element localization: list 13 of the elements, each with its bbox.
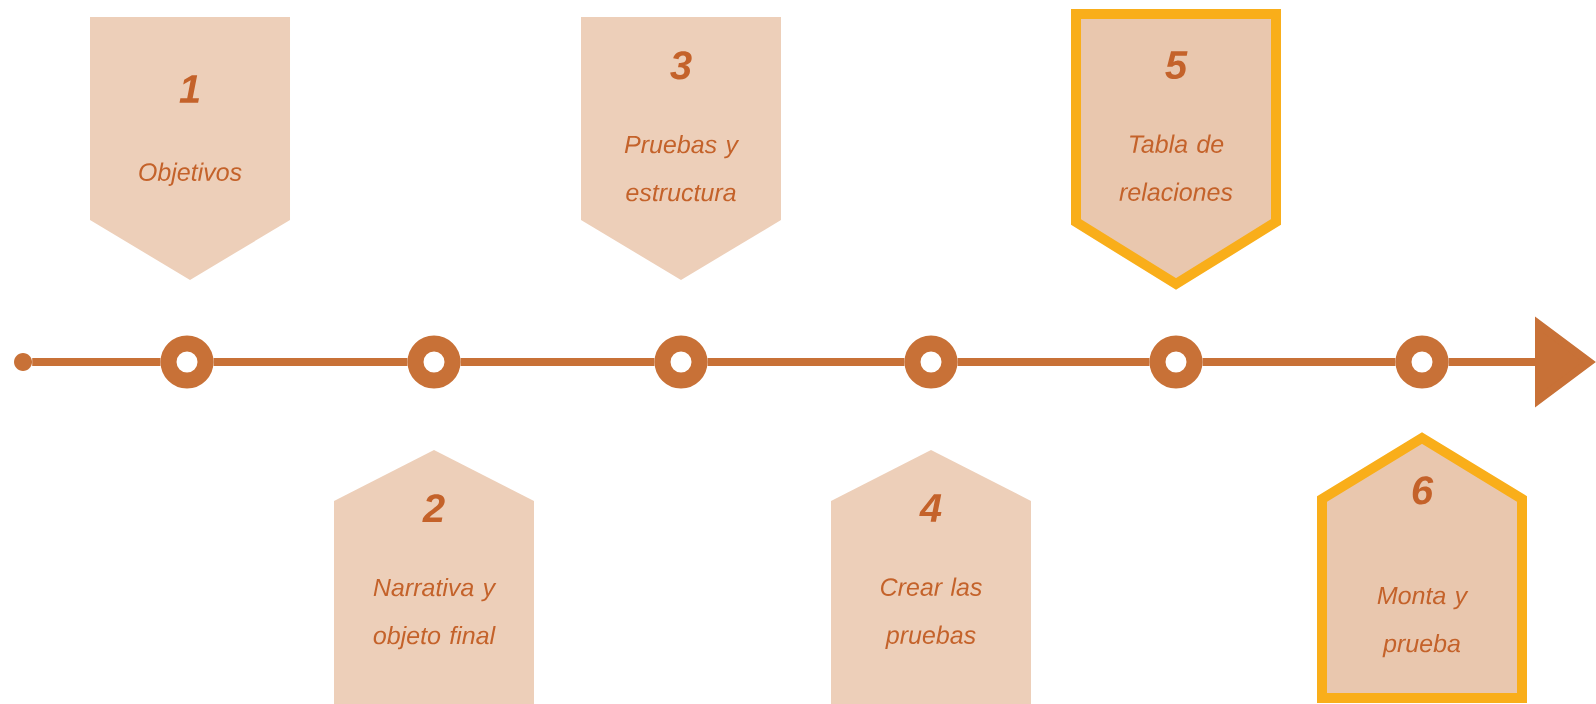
step-box: 2 Narrativa y objeto final — [334, 450, 534, 704]
step-box: 5 Tabla de relaciones — [1071, 9, 1281, 290]
step-box: 3 Pruebas y estructura — [581, 17, 781, 280]
timeline-marker — [1395, 335, 1449, 389]
timeline-marker — [904, 335, 958, 389]
step-box: 1 Objetivos — [90, 17, 290, 280]
step-box: 4 Crear las pruebas — [831, 450, 1031, 704]
timeline-marker — [1149, 335, 1203, 389]
step-box: 6 Monta y prueba — [1317, 432, 1527, 703]
timeline-marker — [407, 335, 461, 389]
timeline-marker — [160, 335, 214, 389]
start-dot — [14, 353, 32, 371]
timeline-marker — [654, 335, 708, 389]
